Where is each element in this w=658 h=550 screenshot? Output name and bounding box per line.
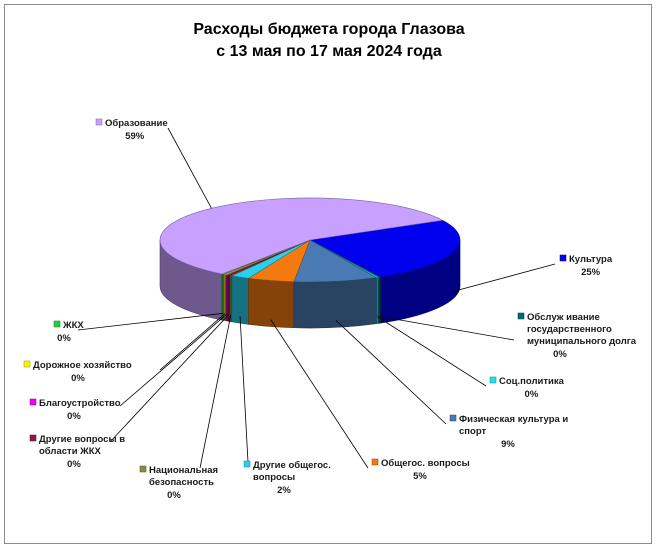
label-marker-drugie_zhkh [29,434,37,442]
label-marker-obshchegos [371,458,379,466]
data-label-zhkh-line-1: ЖКХ [62,320,84,331]
data-label-socpolitika-line-1: Соц.политика [499,376,565,387]
leader-line-blagoustroystvo [119,313,228,407]
data-label-drugie_obshchegos-line-2: вопросы [253,472,295,483]
leader-line-zhkh [77,312,224,331]
data-label-fizkultura-line-2: спорт [459,426,487,437]
label-marker-kultura [559,254,567,262]
leader-lines [77,127,556,469]
data-label-socpolitika-percent: 0% [525,389,539,400]
leader-line-socpolitika [377,316,487,387]
data-label-obsluzhivanie-line-2: государственного [527,324,612,335]
slice-obrazovanie [159,197,444,275]
pie-slices [159,197,461,329]
chart-title-line-1: Расходы бюджета города Глазова [193,21,464,38]
data-label-dorozhnoe-line-1: Дорожное хозяйство [33,360,132,371]
data-label-drugie_obshchegos-line-1: Другие общегос. [253,460,331,471]
label-marker-obrazovanie [95,118,103,126]
slice-fizkultura [293,239,378,283]
label-marker-zhkh [53,320,61,328]
data-label-kultura-line-1: Культура [569,254,613,265]
leader-line-drugie_zhkh [109,314,230,443]
data-label-obshchegos-line-1: Общегос. вопросы [381,458,470,469]
data-label-obrazovanie-line-1: Образование [105,118,168,129]
data-label-nacbez-percent: 0% [167,490,181,501]
data-label-obsluzhivanie-line-1: Обслуж ивание [527,312,600,323]
leader-line-obshchegos [270,319,369,469]
data-label-obsluzhivanie-line-3: муниципального долга [527,336,637,347]
label-marker-obsluzhivanie [517,312,525,320]
data-label-obshchegos-percent: 5% [413,471,427,482]
label-marker-drugie_obshchegos [243,460,251,468]
data-label-drugie_obshchegos-percent: 2% [277,485,291,496]
data-label-nacbez-line-2: безопасность [149,477,214,488]
data-label-obrazovanie-percent: 59% [125,131,145,142]
slice-side-fizkultura [293,277,377,329]
leader-line-obsluzhivanie [379,315,515,341]
label-marker-fizkultura [449,414,457,422]
data-label-obsluzhivanie-percent: 0% [553,349,567,360]
label-marker-blagoustroystvo [29,398,37,406]
data-label-drugie_zhkh-percent: 0% [67,459,81,470]
label-marker-nacbez [139,465,147,473]
data-label-fizkultura-percent: 9% [501,439,515,450]
data-label-dorozhnoe-percent: 0% [71,373,85,384]
leader-line-kultura [453,263,556,292]
data-label-zhkh-percent: 0% [57,333,71,344]
data-labels: Образование 59% Культура 25% Обслуж иваниего… [23,118,637,501]
leader-line-obrazovanie [167,127,212,209]
leader-line-drugie_obshchegos [239,316,249,463]
data-label-blagoustroystvo-line-1: Благоустройство [39,398,121,409]
data-label-fizkultura-line-1: Физическая культура и [459,414,568,425]
label-marker-socpolitika [489,376,497,384]
data-label-drugie_zhkh-line-1: Другие вопросы в [39,434,125,445]
leader-line-fizkultura [335,320,447,425]
label-marker-dorozhnoe [23,360,31,368]
chart-title-line-2: с 13 мая по 17 мая 2024 года [216,43,442,60]
data-label-drugie_zhkh-line-2: области ЖКХ [39,446,102,457]
data-label-kultura-percent: 25% [581,267,601,278]
leader-line-dorozhnoe [159,313,226,371]
leader-line-nacbez [199,314,232,469]
data-label-nacbez-line-1: Национальная [149,465,218,476]
data-label-blagoustroystvo-percent: 0% [67,411,81,422]
